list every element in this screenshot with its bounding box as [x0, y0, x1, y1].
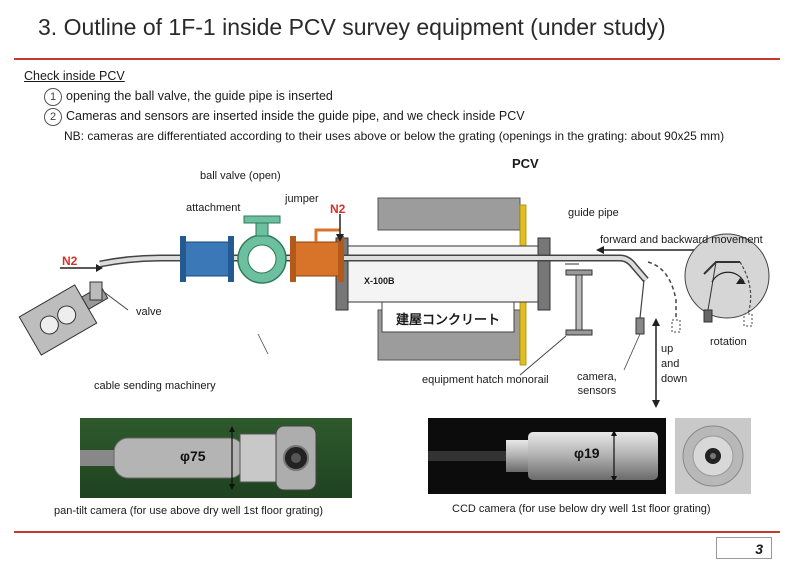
- hatch-monorail-label: equipment hatch monorail: [422, 374, 549, 386]
- up-down-label: up and down: [661, 342, 687, 387]
- valve-label: valve: [136, 306, 162, 318]
- footer-divider: [14, 531, 780, 533]
- valve: [89, 281, 103, 301]
- pan-tilt-camera-photo: [80, 418, 352, 498]
- concrete-label-box: [381, 301, 515, 333]
- grating-note: NB: cameras are differentiated according…: [64, 129, 725, 143]
- penetration-sleeve: [345, 245, 543, 303]
- equipment-diagram: [18, 197, 770, 408]
- camera-cable: [639, 279, 645, 319]
- jumper-flange: [293, 241, 341, 277]
- building-concrete-label: 建屋コンクリート: [396, 313, 501, 328]
- camera-sensors-word: sensors: [577, 385, 617, 397]
- page-number: 3: [716, 537, 772, 559]
- x100b-label: X-100B: [364, 276, 395, 286]
- jumper-label: jumper: [285, 193, 319, 205]
- up-down-word: and: [661, 358, 680, 370]
- pan-tilt-camera-drawing: [80, 425, 317, 491]
- camera-sensors-word: camera,: [577, 371, 617, 383]
- camera-sensor-probe: [635, 317, 645, 335]
- pcv-label: PCV: [512, 156, 539, 171]
- ccd-diameter: φ19: [574, 445, 600, 461]
- ccd-camera-drawing: [428, 430, 658, 482]
- rotation-diagram: [684, 233, 770, 319]
- tether-alt-position: [647, 261, 677, 320]
- pan-tilt-diameter: φ75: [180, 448, 206, 464]
- step-number: 2: [44, 108, 62, 126]
- n2-left-label: N2: [62, 254, 78, 268]
- rotation-label: rotation: [710, 336, 747, 348]
- step-text: Cameras and sensors are inserted inside …: [66, 109, 525, 123]
- attachment-label: attachment: [186, 202, 241, 214]
- step-2: 2 Cameras and sensors are inserted inside…: [44, 108, 525, 126]
- ccd-lens-drawing: [682, 425, 744, 487]
- step-number: 1: [44, 88, 62, 106]
- cable-machinery-label: cable sending machinery: [94, 380, 216, 392]
- section-heading: Check inside PCV: [24, 69, 125, 83]
- ccd-lens-photo: [675, 418, 751, 494]
- sleeve-flange: [537, 237, 551, 311]
- step-1: 1 opening the ball valve, the guide pipe …: [44, 88, 333, 106]
- attachment-flange: [183, 241, 231, 277]
- up-down-word: down: [661, 373, 688, 385]
- equipment-hatch-monorail: [575, 271, 583, 333]
- pan-tilt-caption: pan-tilt camera (for use above dry well …: [54, 505, 324, 517]
- guide-pipe-label: guide pipe: [568, 207, 619, 219]
- camera-sensors-label: camera, sensors: [577, 370, 617, 398]
- ball-valve-label: ball valve (open): [200, 170, 281, 182]
- ccd-camera-photo: [428, 418, 666, 494]
- forward-backward-label: forward and backward movement: [600, 234, 763, 246]
- step-text: opening the ball valve, the guide pipe i…: [66, 89, 333, 103]
- title-divider: [14, 58, 780, 60]
- up-down-word: up: [661, 343, 674, 355]
- ccd-caption: CCD camera (for use below dry well 1st f…: [452, 503, 711, 515]
- page-title: 3. Outline of 1F-1 inside PCV survey equ…: [38, 14, 666, 40]
- n2-top-label: N2: [330, 202, 346, 216]
